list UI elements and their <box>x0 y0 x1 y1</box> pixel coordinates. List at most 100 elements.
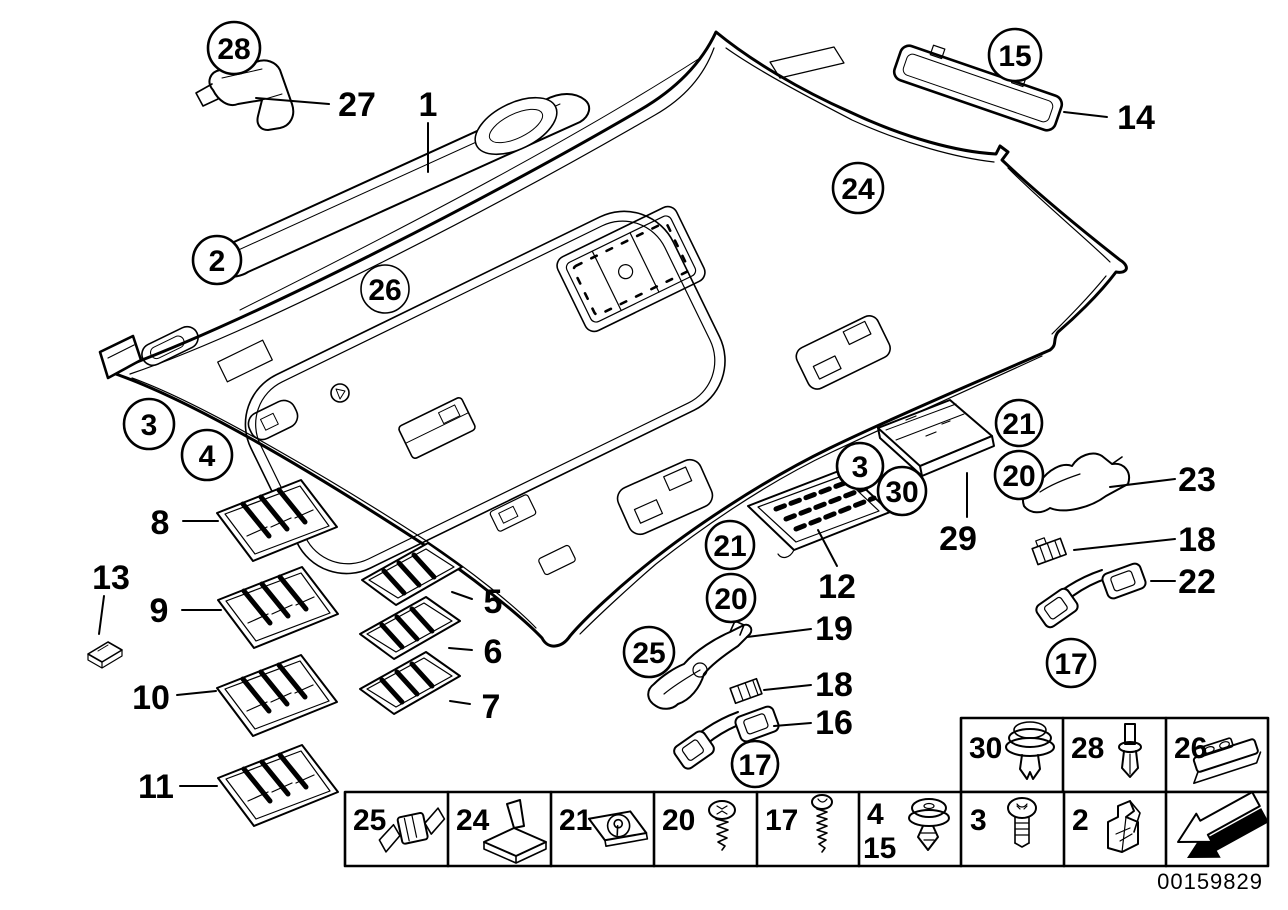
legend-cell-26: 26 <box>1174 732 1262 785</box>
callout-19[interactable]: 19 <box>815 610 853 648</box>
headliner-left-tab <box>98 334 143 380</box>
clip-18-mid <box>729 677 763 705</box>
grab-handle-22 <box>1035 562 1147 629</box>
callout-circle-3-right[interactable]: 3 <box>835 441 885 491</box>
plain-callouts: 27 1 14 8 13 9 5 6 10 7 11 12 19 18 16 2… <box>92 86 1216 806</box>
svg-text:17: 17 <box>1054 648 1087 681</box>
svg-text:21: 21 <box>559 804 592 837</box>
svg-text:24: 24 <box>456 804 490 837</box>
blind-rivet-icon <box>1118 723 1142 778</box>
trim-plate-11 <box>218 745 338 826</box>
svg-text:2: 2 <box>1072 804 1089 837</box>
headliner-panel <box>98 30 1128 648</box>
svg-text:25: 25 <box>632 637 665 670</box>
callout-circle-4[interactable]: 4 <box>180 428 234 482</box>
lamp-trim-7 <box>360 652 460 714</box>
long-screw-icon <box>811 794 833 853</box>
callout-circle-21-right[interactable]: 21 <box>994 398 1044 448</box>
clip-18-right <box>1031 537 1067 566</box>
callout-circle-21-mid[interactable]: 21 <box>704 519 756 571</box>
callout-11[interactable]: 11 <box>138 768 174 806</box>
legend-cell-17: 17 <box>765 794 833 853</box>
legend-cell-20: 20 <box>662 800 736 851</box>
callout-8[interactable]: 8 <box>151 504 170 542</box>
svg-text:21: 21 <box>1002 408 1035 441</box>
bracket-19 <box>647 620 753 710</box>
svg-text:20: 20 <box>714 583 747 616</box>
cable-clip-icon <box>378 807 446 853</box>
svg-text:28: 28 <box>217 33 250 66</box>
svg-text:2: 2 <box>209 245 226 278</box>
callout-circle-15[interactable]: 15 <box>987 27 1043 83</box>
callout-6[interactable]: 6 <box>484 633 503 671</box>
callout-circle-30[interactable]: 30 <box>876 465 928 517</box>
callout-18-right[interactable]: 18 <box>1178 521 1216 559</box>
callout-circle-20-right[interactable]: 20 <box>993 449 1045 501</box>
callout-circle-24[interactable]: 24 <box>831 161 885 215</box>
rear-trim-recess <box>769 46 845 79</box>
callout-29[interactable]: 29 <box>939 520 977 558</box>
callout-16[interactable]: 16 <box>815 704 853 742</box>
roof-module-29 <box>877 399 995 477</box>
callout-9[interactable]: 9 <box>150 592 169 630</box>
callout-18-mid[interactable]: 18 <box>815 666 853 704</box>
callout-14[interactable]: 14 <box>1117 99 1155 137</box>
legend-row-top: 30 28 26 <box>959 716 1270 794</box>
svg-text:4: 4 <box>867 798 884 831</box>
legend-cell-4-15: 4 15 <box>863 798 950 865</box>
handle-recess-front <box>616 458 714 536</box>
handle-recess-rear <box>795 315 891 390</box>
mounting-rail-icon <box>1192 737 1262 785</box>
legend-cell-30: 30 <box>969 721 1055 780</box>
svg-text:15: 15 <box>998 40 1031 73</box>
callout-22[interactable]: 22 <box>1178 563 1216 601</box>
legend-cell-28: 28 <box>1071 723 1142 778</box>
diagram-part-number: 00159829 <box>1157 869 1263 894</box>
legend-cell-3: 3 <box>970 797 1037 848</box>
trim-plate-8 <box>217 480 337 561</box>
callout-circle-25[interactable]: 25 <box>622 625 676 679</box>
callout-circle-26[interactable]: 26 <box>360 264 410 314</box>
callout-12[interactable]: 12 <box>818 568 856 606</box>
svg-text:30: 30 <box>969 732 1002 765</box>
svg-text:20: 20 <box>662 804 695 837</box>
callout-circle-17-right[interactable]: 17 <box>1045 637 1097 689</box>
callout-7[interactable]: 7 <box>482 688 501 726</box>
callout-circle-3-left[interactable]: 3 <box>122 397 176 451</box>
callout-circle-2[interactable]: 2 <box>191 234 243 286</box>
callout-5[interactable]: 5 <box>484 583 503 621</box>
svg-text:4: 4 <box>199 440 216 473</box>
legend-cell-21: 21 <box>559 804 649 847</box>
circled-callouts: 28 15 2 24 26 3 4 3 30 21 <box>122 20 1097 789</box>
trim-plate-9 <box>218 567 338 648</box>
callout-circle-28[interactable]: 28 <box>206 20 262 76</box>
legend-table: 30 28 26 <box>343 716 1270 868</box>
svg-text:3: 3 <box>852 451 869 484</box>
callout-23[interactable]: 23 <box>1178 461 1216 499</box>
callout-circle-17-mid[interactable]: 17 <box>730 739 780 789</box>
callout-13[interactable]: 13 <box>92 559 130 597</box>
grab-handle-16 <box>673 705 780 770</box>
legend-cell-24: 24 <box>456 799 547 864</box>
svg-text:24: 24 <box>841 173 875 206</box>
expanding-rivet-icon <box>908 798 950 851</box>
rear-trim-strip <box>892 44 1064 132</box>
bracket-clip-icon <box>483 799 547 864</box>
svg-text:17: 17 <box>738 749 771 782</box>
svg-text:30: 30 <box>885 476 918 509</box>
svg-text:26: 26 <box>1174 732 1207 765</box>
spring-clip-icon <box>1107 800 1141 853</box>
clip-13 <box>87 641 123 669</box>
callout-1[interactable]: 1 <box>419 86 438 124</box>
callout-10[interactable]: 10 <box>132 679 170 717</box>
direction-arrow-icon <box>1177 791 1269 858</box>
expanding-rivet-large-icon <box>1005 721 1055 780</box>
svg-text:25: 25 <box>353 804 386 837</box>
pan-head-screw-icon <box>1007 797 1037 848</box>
lamp-trim-6 <box>360 597 460 659</box>
callout-27[interactable]: 27 <box>338 86 376 124</box>
lamp-trim-5 <box>362 543 462 605</box>
callout-circle-20-mid[interactable]: 20 <box>705 572 757 624</box>
